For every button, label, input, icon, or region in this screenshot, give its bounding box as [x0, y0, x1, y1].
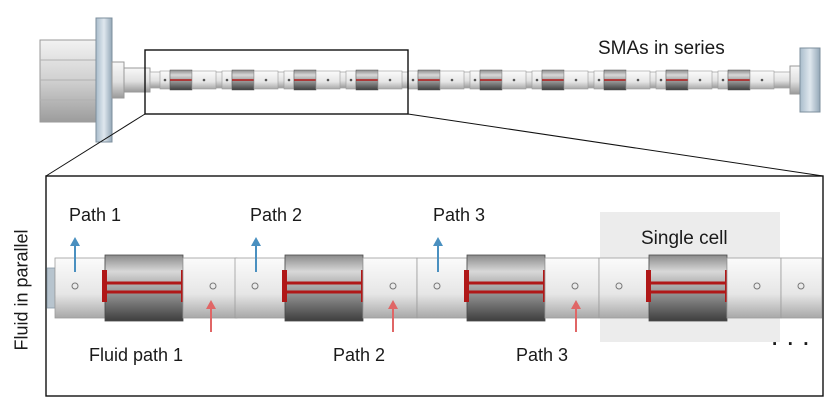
smas-in-series-label: SMAs in series	[598, 38, 725, 59]
in-arrow-3	[571, 300, 581, 332]
in-path-3-label: Path 3	[516, 345, 569, 365]
overview-cell	[159, 69, 217, 91]
out-arrow-2	[251, 237, 261, 272]
zoom-connector-right	[407, 113, 824, 177]
overview-cell	[407, 69, 465, 91]
detail-cell	[598, 254, 782, 322]
left-end-fixture	[39, 17, 151, 143]
in-path-1-label: Fluid path 1	[89, 345, 184, 365]
overview-cell	[221, 69, 279, 91]
detail-cell	[234, 254, 418, 322]
in-arrow-2	[388, 300, 398, 332]
detail-cell	[416, 254, 600, 322]
overview-cells	[159, 69, 775, 91]
overview-cell	[345, 69, 403, 91]
ellipsis-more: · · ·	[772, 334, 812, 355]
single-cell-label: Single cell	[641, 228, 728, 249]
detail-view	[45, 175, 824, 397]
fluid-in-parallel-label: Fluid in parallel	[11, 229, 32, 351]
out-path-3-label: Path 3	[433, 205, 486, 225]
in-path-2-label: Path 2	[333, 345, 386, 365]
overview-cell	[283, 69, 341, 91]
overview-assembly	[39, 17, 821, 143]
out-arrow-1	[70, 237, 80, 272]
in-arrow-1	[206, 300, 216, 332]
overview-cell	[593, 69, 651, 91]
out-arrow-3	[433, 237, 443, 272]
out-path-2-label: Path 2	[250, 205, 303, 225]
zoom-region-box	[144, 49, 409, 115]
right-end-fixture	[789, 47, 821, 113]
zoom-connector-left	[45, 113, 146, 177]
out-path-1-label: Path 1	[69, 205, 122, 225]
overview-cell	[655, 69, 713, 91]
overview-cell	[531, 69, 589, 91]
detail-left-cap	[46, 267, 56, 309]
detail-cell-partial	[780, 257, 823, 319]
overview-cell	[717, 69, 775, 91]
flow-arrows	[70, 237, 581, 332]
overview-cell	[469, 69, 527, 91]
detail-cells	[54, 254, 823, 322]
detail-cell	[54, 254, 238, 322]
